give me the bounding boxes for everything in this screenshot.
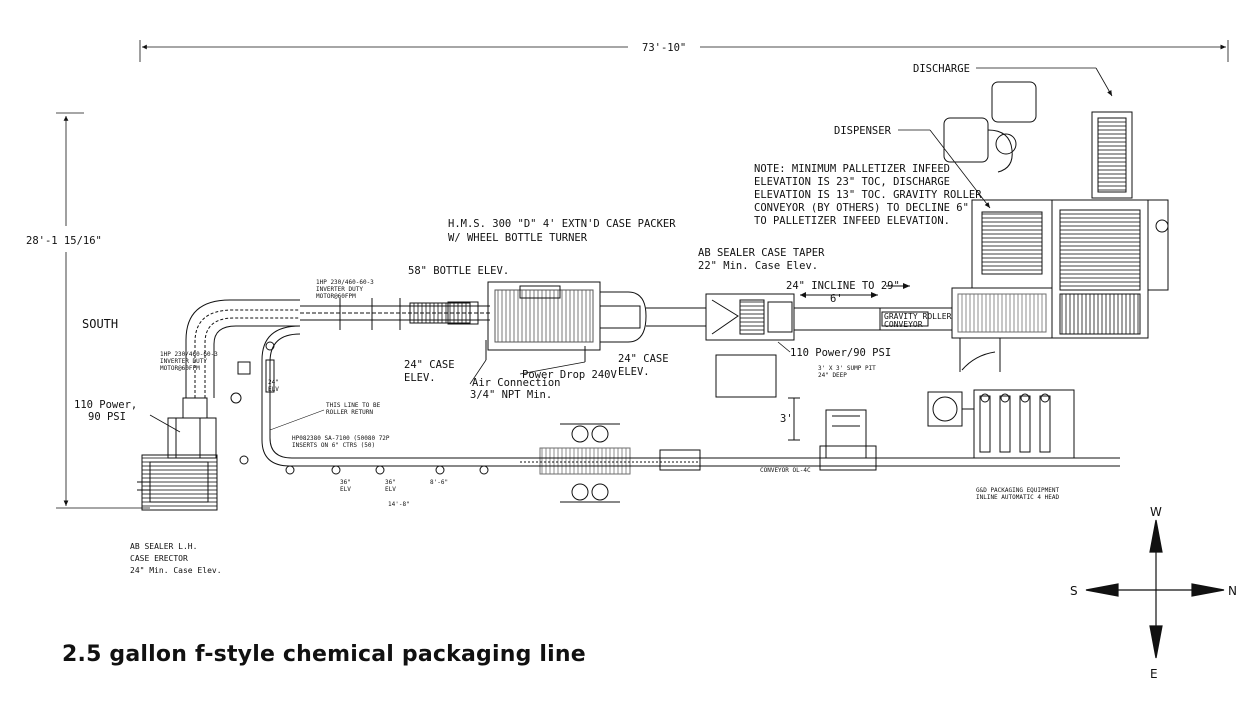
note-line-1: NOTE: MINIMUM PALLETIZER INFEED [754, 163, 950, 175]
roller-return-1: THIS LINE TO BE [326, 402, 381, 409]
forklift-discharge [943, 81, 1037, 173]
elv-tag-2: ELV [268, 386, 279, 393]
discharge-label: DISCHARGE [913, 63, 970, 75]
overall-length-dim: 73'-10" [642, 42, 686, 54]
elv-tag-4: ELV [340, 486, 351, 493]
capper [819, 409, 877, 471]
case-erector-label-3: 24" Min. Case Elev. [130, 566, 222, 575]
power-90psi-right: 110 Power/90 PSI [790, 347, 891, 359]
inserts-note-2: INSERTS ON 6" CTRS (50) [292, 442, 375, 449]
elv-tag-3: 36" [340, 479, 351, 486]
case-erector-label-2: CASE ERECTOR [130, 554, 188, 563]
elv-tag-6: ELV [385, 486, 396, 493]
note-line-2: ELEVATION IS 23" TOC, DISCHARGE [754, 176, 950, 188]
case-packer-label-1: H.M.S. 300 "D" 4' EXTN'D CASE PACKER [448, 218, 676, 230]
gravity-roller-1: GRAVITY ROLLER [884, 312, 952, 321]
power-left-2: 90 PSI [88, 411, 126, 423]
infeed-conveyor [300, 298, 490, 330]
sump-pit-2: 24" DEEP [818, 372, 847, 379]
motor-left [230, 361, 251, 404]
compass-south: S [1070, 584, 1078, 598]
air-connection-1: Air Connection [472, 377, 561, 389]
dim-3ft [788, 397, 800, 441]
compass [1085, 519, 1225, 659]
incline-label: 24" INCLINE TO 29" [786, 280, 900, 292]
gravity-roller-box [881, 311, 929, 327]
side-label-south: SOUTH [82, 317, 118, 331]
inserts-note-1: HP082380 SA-7100 (50080 72P [292, 435, 390, 442]
filler-note-2: INLINE AUTOMATIC 4 HEAD [976, 494, 1059, 501]
compass-north: N [1228, 584, 1237, 598]
compass-west: W [1150, 505, 1162, 519]
roller-return-2: ROLLER RETURN [326, 409, 373, 416]
power-drop-label: Power Drop 240V [522, 369, 618, 381]
note-line-4: CONVEYOR (BY OTHERS) TO DECLINE 6" [754, 202, 969, 214]
dimension-length [139, 40, 1229, 62]
compass-east: E [1150, 667, 1158, 681]
motor-top-2: INVERTER DUTY [316, 286, 363, 293]
motor-left-2: INVERTER DUTY [160, 358, 207, 365]
dim-tag-2: 14'-8" [388, 501, 410, 508]
case-taper-label-1: AB SEALER CASE TAPER [698, 247, 825, 259]
palletizer [951, 111, 1169, 372]
conveyor-supports [239, 341, 489, 475]
air-connection-2: 3/4" NPT Min. [470, 389, 552, 401]
return-conveyor [261, 325, 520, 467]
motor-left-3: MOTOR@60FPM [160, 365, 200, 372]
note-line-5: TO PALLETIZER INFEED ELEVATION. [754, 215, 950, 227]
gravity-roller-2: CONVEYOR [884, 320, 923, 329]
case-packer [485, 281, 647, 362]
bottle-elevator-curve [185, 299, 300, 398]
bottle-elev-label: 58" BOTTLE ELEV. [408, 265, 509, 277]
case-elev-right-1: 24" CASE [618, 353, 669, 365]
case-elev-right-2: ELEV. [618, 366, 650, 378]
elv-tag-5: 36" [385, 479, 396, 486]
filler-note-1: G&D PACKAGING EQUIPMENT [976, 487, 1059, 494]
motor-top-3: MOTOR@60FPM [316, 293, 356, 300]
conveyor-mid-label: CONVEYOR OL-4C [760, 467, 811, 474]
dimension-width [56, 112, 150, 509]
overall-width-dim: 28'-1 15/16" [26, 235, 102, 247]
sump-pit [715, 354, 777, 398]
case-taper-label-2: 22" Min. Case Elev. [698, 260, 818, 272]
incline-conveyor [794, 283, 952, 331]
dispenser-label: DISPENSER [834, 125, 892, 137]
sump-pit-1: 3' X 3' SUMP PIT [818, 365, 876, 372]
power-left-1: 110 Power, [74, 399, 137, 411]
packer-to-taper-conveyor [646, 307, 706, 327]
case-taper [705, 293, 795, 341]
note-line-3: ELEVATION IS 13" TOC. GRAVITY ROLLER [754, 189, 982, 201]
case-packer-label-2: W/ WHEEL BOTTLE TURNER [448, 232, 588, 244]
motor-left-1: 1HP 230/460-60-3 [160, 351, 218, 358]
motor-top-1: 1HP 230/460-60-3 [316, 279, 374, 286]
case-erector [137, 397, 218, 511]
filler-4-head [927, 389, 1075, 459]
dim-tag-1: 8'-6" [430, 479, 448, 486]
case-elev-left-2: ELEV. [404, 372, 436, 384]
elv-tag-1: 24" [268, 379, 279, 386]
dim-3ft-label: 3' [780, 413, 793, 425]
case-erector-label-1: AB SEALER L.H. [130, 542, 197, 551]
dim-6ft: 6' [830, 293, 843, 305]
case-elev-left-1: 24" CASE [404, 359, 455, 371]
figure-caption: 2.5 gallon f-style chemical packaging li… [62, 642, 586, 667]
